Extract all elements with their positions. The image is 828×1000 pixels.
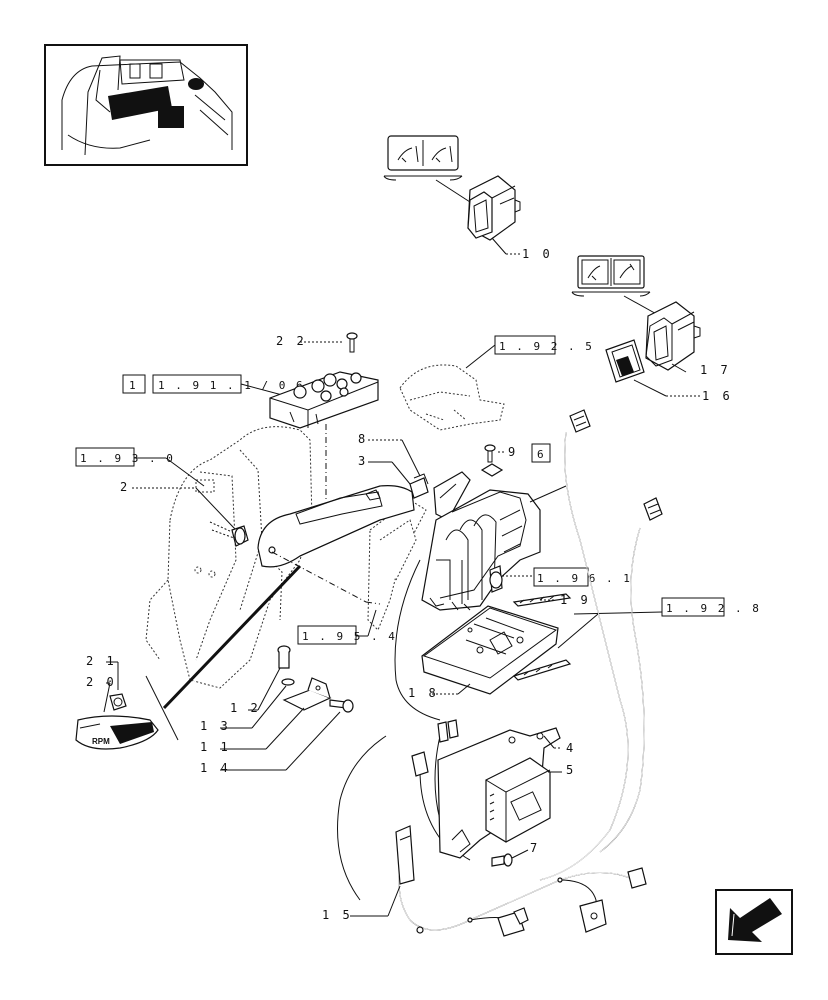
reference-1-92-8: 1 . 9 2 . 8 (666, 602, 761, 615)
callout-9: 9 (508, 445, 518, 459)
reference-1-93-0: 1 . 9 3 . 0 (80, 452, 175, 465)
connector-bottom-2 (579, 899, 607, 933)
callout-19: 1 9 (560, 593, 591, 607)
callout-13: 1 3 (200, 719, 231, 733)
control-lever-block (421, 489, 541, 611)
callout-8: 8 (358, 432, 368, 446)
rpm-label: RPM (92, 737, 110, 746)
callout-16: 1 6 (702, 389, 733, 403)
callout-17: 1 7 (700, 363, 731, 377)
clip-8-3 (409, 473, 429, 499)
callout-22: 2 2 (276, 334, 307, 348)
callout-21: 2 1 (86, 654, 117, 668)
reference-1-92-5: 1 . 9 2 . 5 (499, 340, 594, 353)
reference-box-1-93-0 (75, 447, 135, 467)
lever-housing-cover (257, 485, 415, 568)
callout-15: 1 5 (322, 908, 353, 922)
callout-10: 1 0 (522, 247, 553, 261)
reference-1-95-4: 1 . 9 5 . 4 (302, 630, 397, 643)
callout-11: 1 1 (200, 740, 231, 754)
pin-1-96-1 (489, 565, 534, 593)
callout-3: 3 (358, 454, 368, 468)
bolt-14 (329, 699, 354, 713)
reference-box-1 (122, 374, 146, 394)
armrest-dotted (399, 364, 505, 431)
rocker-switch-10 (383, 135, 521, 255)
connector-bottom-3 (627, 867, 647, 889)
reference-box-6 (531, 443, 551, 463)
reference-6: 6 (537, 448, 546, 461)
screw-9 (480, 444, 504, 477)
connector-bottom-1 (497, 907, 529, 937)
gate-plate-18 (421, 605, 559, 695)
callout-20: 2 0 (86, 675, 117, 689)
callout-7: 7 (530, 841, 540, 855)
reference-1-91-1-06: 1 . 9 1 . 1 / 0 6 (158, 379, 305, 392)
wiring-harness (398, 431, 645, 931)
connector-15 (395, 825, 415, 885)
bushing-2 (209, 521, 249, 547)
switch-panel (269, 371, 379, 429)
reference-box-1-92-8 (661, 597, 725, 617)
callout-14: 1 4 (200, 761, 231, 775)
reference-1: 1 (129, 379, 138, 392)
bracket-11 (282, 677, 332, 711)
strip-19-lower (512, 659, 572, 681)
bolt-12 (277, 645, 291, 669)
rpm-knob-nut-21 (109, 693, 127, 711)
washer-13 (281, 678, 295, 686)
side-trim-panel (433, 471, 471, 521)
reference-1-96-1: 1 . 9 6 . 1 (537, 572, 632, 585)
rocker-switch-17 (571, 255, 701, 373)
connector-top-2 (643, 497, 663, 521)
switch-bezel-16 (605, 339, 700, 397)
screw-7 (491, 853, 513, 867)
reference-box-1-95-4 (297, 625, 357, 645)
callout-12: 1 2 (230, 701, 261, 715)
connector-top-1 (569, 409, 591, 433)
callout-5: 5 (566, 763, 576, 777)
reference-box-1-96-1 (533, 567, 589, 587)
connector-plug-small (411, 719, 459, 777)
screw-22 (346, 332, 358, 353)
ecu-module-5 (485, 757, 551, 843)
cab-console-outline (145, 426, 427, 689)
rpm-throttle-knob-20 (75, 715, 159, 750)
callout-2: 2 (120, 480, 130, 494)
tractor-cab-locator-icon (44, 44, 248, 166)
callout-18: 1 8 (408, 686, 439, 700)
previous-page-arrow-icon[interactable] (715, 889, 793, 955)
callout-4: 4 (566, 741, 576, 755)
